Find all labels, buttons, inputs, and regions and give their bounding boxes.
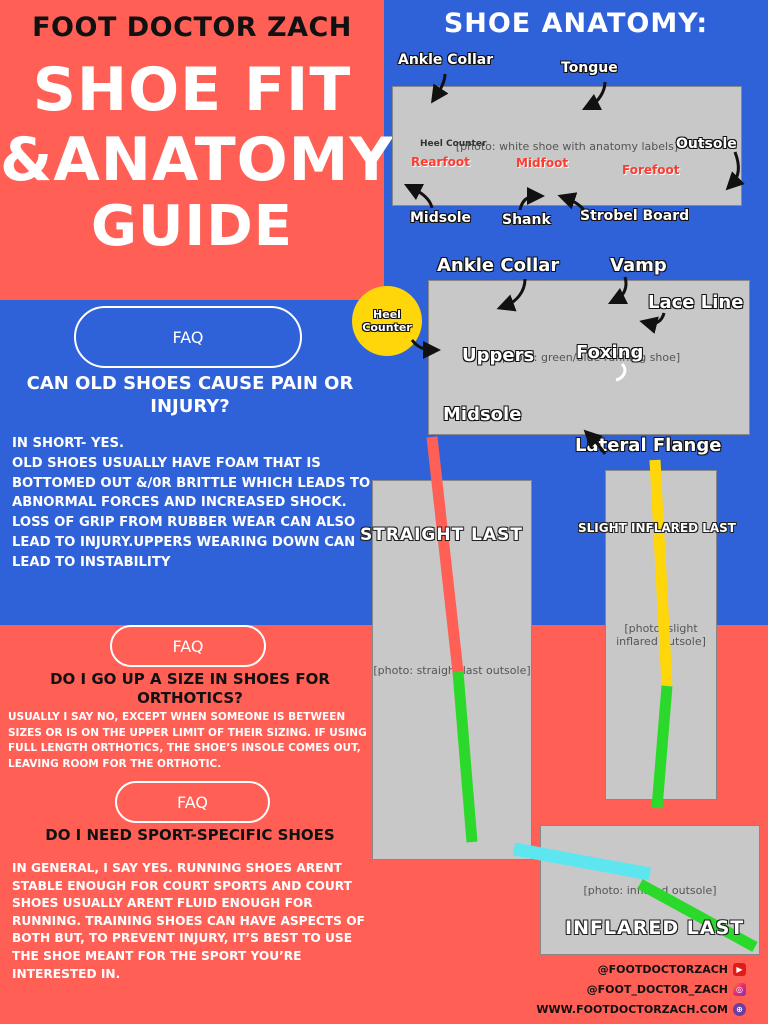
label-ankle-collar-1: Ankle Collar [398, 52, 494, 68]
label-foxing: Foxing [576, 342, 644, 363]
label-lace-line: Lace Line [648, 292, 744, 313]
label-rearfoot: Rearfoot [411, 155, 470, 169]
faq-answer-3: IN GENERAL, I SAY YES. RUNNING SHOES ARE… [12, 861, 365, 981]
anatomy-title: SHOE ANATOMY: [443, 8, 709, 39]
slight-inflared-sole-photo: [photo: slight inflared outsole] [605, 470, 717, 800]
faq-answer-1-line-1: IN SHORT- YES. [12, 436, 125, 451]
label-strobel-board: Strobel Board [580, 208, 690, 224]
faq-answer-1: IN SHORT- YES. OLD SHOES USUALLY HAVE FO… [12, 434, 372, 573]
faq-question-3: DO I NEED SPORT-SPECIFIC SHOES [45, 826, 335, 844]
heel-counter-badge: Heel Counter [352, 286, 422, 356]
faq-pill-1: FAQ [74, 306, 302, 368]
hero-title-line3: GUIDE [90, 194, 293, 259]
inflared-last-label: INFLARED LAST [565, 917, 745, 939]
faq-answer-1-line-2: OLD SHOES USUALLY HAVE FOAM THAT IS BOTT… [12, 455, 371, 570]
hero-title-line2: &ANATOMY [0, 125, 394, 195]
label-lateral-flange: Lateral Flange [575, 435, 722, 456]
social-instagram[interactable]: @FOOT_DOCTOR_ZACH ◎ [587, 983, 746, 996]
label-outsole: Outsole [676, 136, 737, 152]
faq-answer-2: USUALLY I SAY NO, EXCEPT WHEN SOMEONE IS… [8, 711, 367, 770]
label-heel-counter-2: Heel Counter [362, 307, 412, 334]
label-tongue: Tongue [561, 60, 618, 76]
brand-name: FOOT DOCTOR ZACH [32, 12, 352, 43]
label-midsole-2: Midsole [443, 404, 522, 425]
instagram-handle[interactable]: @FOOT_DOCTOR_ZACH [586, 983, 728, 996]
faq-pill-2: FAQ [110, 625, 266, 667]
youtube-icon[interactable]: ▶ [733, 963, 746, 976]
shoe-anatomy-photo-1: [photo: white shoe with anatomy labels] [392, 86, 742, 206]
straight-last-label: STRAIGHT LAST [360, 525, 523, 545]
label-midsole-1: Midsole [410, 210, 471, 226]
faq-panel-1 [0, 300, 384, 625]
label-heel-counter-1: Heel Counter [420, 139, 487, 149]
faq-question-1: CAN OLD SHOES CAUSE PAIN OR INJURY? [26, 373, 354, 417]
header-panel [0, 0, 384, 300]
youtube-handle[interactable]: @FOOTDOCTORZACH [597, 963, 728, 976]
label-shank: Shank [502, 212, 551, 228]
slight-inflared-last-label: SLIGHT INFLARED LAST [578, 521, 736, 535]
label-forefoot: Forefoot [622, 163, 680, 177]
social-youtube[interactable]: @FOOTDOCTORZACH ▶ [598, 963, 746, 976]
shoe-anatomy-photo-2: [photo: green/blue running shoe] [428, 280, 750, 435]
faq-question-2: DO I GO UP A SIZE IN SHOES FOR ORTHOTICS… [50, 670, 330, 707]
globe-icon[interactable]: ⊕ [733, 1003, 746, 1016]
label-vamp: Vamp [610, 255, 667, 276]
social-website[interactable]: WWW.FOOTDOCTORZACH.COM ⊕ [536, 1003, 746, 1016]
label-uppers: Uppers [462, 345, 535, 366]
instagram-icon[interactable]: ◎ [733, 983, 746, 996]
faq-pill-3: FAQ [115, 781, 270, 823]
label-ankle-collar-2: Ankle Collar [437, 255, 560, 276]
faq-panel-2 [0, 625, 384, 1024]
website-url[interactable]: WWW.FOOTDOCTORZACH.COM [536, 1003, 728, 1016]
hero-title-line1: SHOE FIT [32, 55, 352, 125]
label-midfoot: Midfoot [516, 156, 569, 170]
